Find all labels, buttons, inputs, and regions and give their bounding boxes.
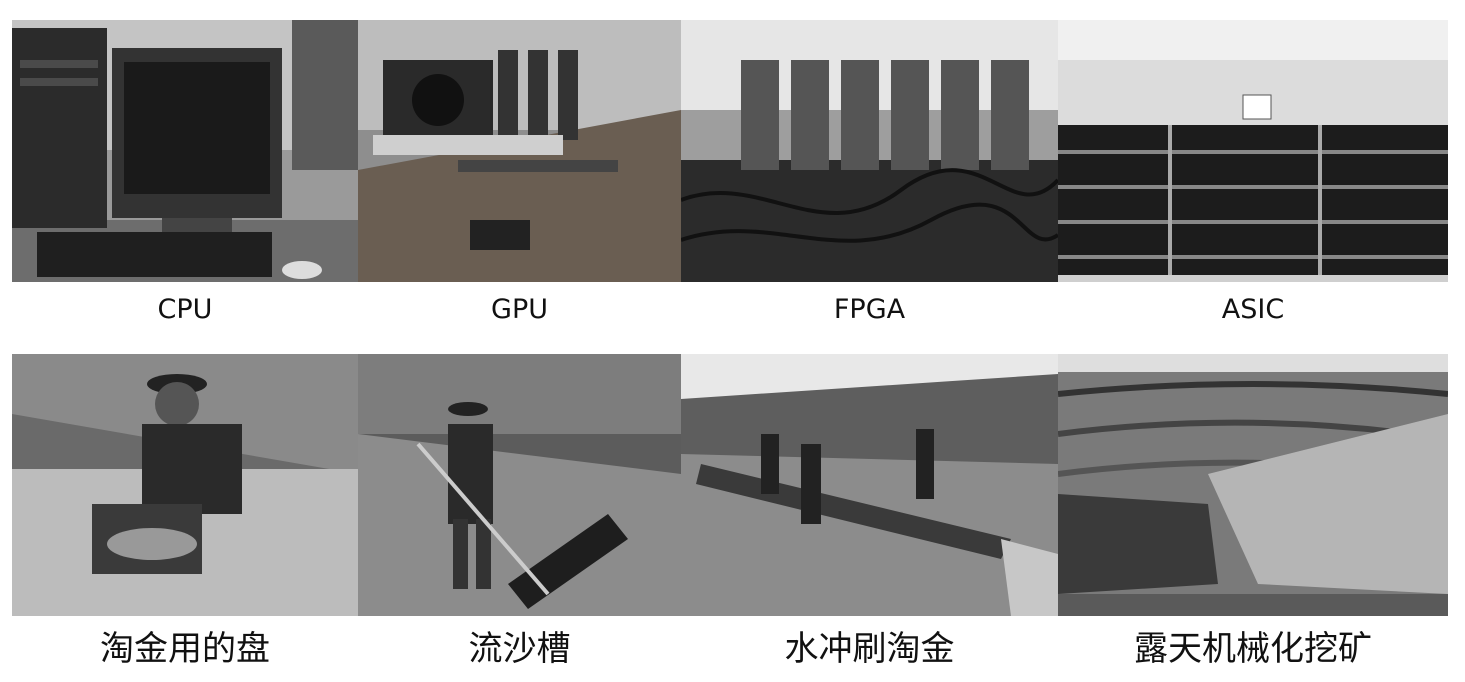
open-pit-photo [1058, 354, 1448, 616]
gold-pan-caption: 淘金用的盘 [100, 629, 270, 669]
fpga-caption: FPGA [833, 294, 906, 325]
fpga-photo [681, 20, 1058, 282]
gpu-photo [358, 20, 681, 282]
open-pit-caption: 露天机械化挖矿 [1134, 629, 1372, 669]
hydraulic-caption: 水冲刷淘金 [784, 629, 955, 669]
asic-photo [1058, 20, 1448, 282]
gold-pan-photo [12, 354, 358, 616]
sluice-caption: 流沙槽 [468, 629, 571, 669]
sluice-photo [358, 354, 681, 616]
hydraulic-photo [681, 354, 1058, 616]
asic-caption: ASIC [1221, 294, 1285, 325]
gpu-caption: GPU [491, 294, 548, 325]
cpu-photo [12, 20, 358, 282]
cpu-caption: CPU [157, 294, 213, 325]
